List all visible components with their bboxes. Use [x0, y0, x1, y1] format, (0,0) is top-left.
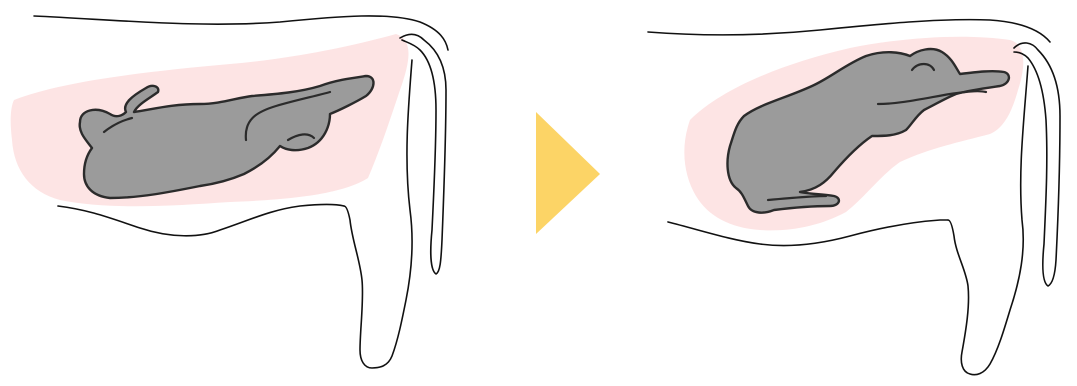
- fetus-body: [726, 47, 1011, 214]
- cow-hind-leg: [343, 59, 413, 369]
- panel-before: [10, 15, 449, 369]
- play-triangle-icon: [536, 112, 600, 234]
- fetus-forelimb-line: [876, 90, 988, 106]
- cow-back-line: [647, 18, 1051, 43]
- cow-tail: [399, 33, 447, 275]
- fetus-ear-line: [286, 133, 316, 142]
- fetus-hindlimb-line: [102, 116, 134, 134]
- cow-belly-line: [667, 219, 949, 247]
- cow-tail: [1013, 42, 1061, 287]
- cow-back-line: [33, 15, 449, 51]
- fetus-body: [78, 74, 375, 200]
- fetus-ear-line: [910, 62, 936, 72]
- fetus-forelimb-line: [244, 90, 332, 142]
- cow-belly-line: [57, 203, 345, 237]
- cow-hind-leg: [947, 65, 1029, 376]
- fetus-hindlimb-line: [766, 194, 828, 202]
- panel-after: [647, 18, 1061, 376]
